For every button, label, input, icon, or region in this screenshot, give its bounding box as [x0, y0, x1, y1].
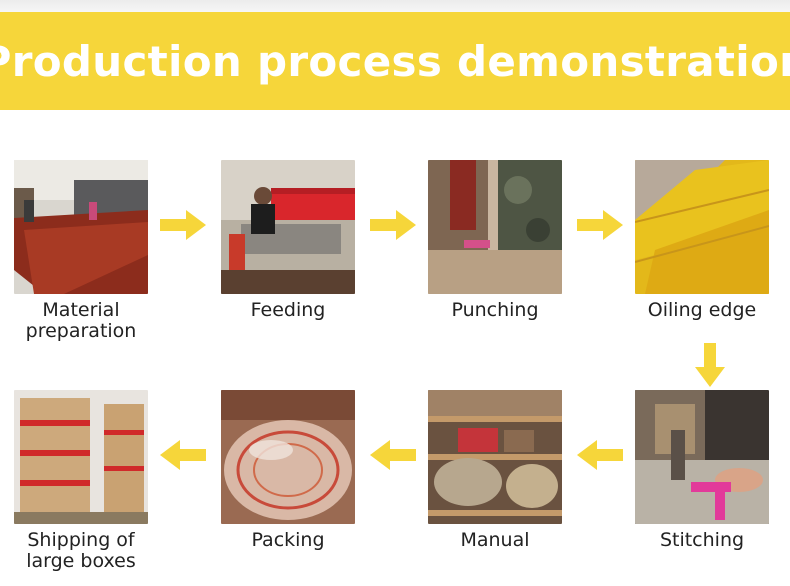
arrow-left-icon [577, 440, 623, 470]
step-label: Manual [460, 529, 530, 551]
title-banner: Production process demonstration [0, 12, 790, 110]
step-material-preparation: Material preparation [14, 160, 148, 342]
shipping-photo [14, 390, 148, 524]
feeding-photo [221, 160, 355, 294]
stitching-photo [635, 390, 769, 524]
step-label: Feeding [250, 299, 326, 321]
oiling-edge-photo [635, 160, 769, 294]
arrow-right-icon [370, 210, 416, 240]
step-label: Oiling edge [647, 299, 757, 321]
step-shipping: Shipping of large boxes [14, 390, 148, 572]
arrow-right-icon [160, 210, 206, 240]
step-label: Shipping of large boxes [26, 529, 136, 572]
step-label: Material preparation [25, 299, 137, 342]
arrow-left-icon [370, 440, 416, 470]
step-stitching: Stitching [635, 390, 769, 551]
step-feeding: Feeding [221, 160, 355, 321]
step-manual: Manual [428, 390, 562, 551]
top-strip [0, 0, 790, 12]
manual-photo [428, 390, 562, 524]
step-label: Punching [451, 299, 539, 321]
step-label: Stitching [659, 529, 745, 551]
step-punching: Punching [428, 160, 562, 321]
packing-photo [221, 390, 355, 524]
punching-photo [428, 160, 562, 294]
arrow-left-icon [160, 440, 206, 470]
page-title: Production process demonstration [0, 36, 790, 86]
arrow-down-icon [695, 343, 725, 387]
step-oiling-edge: Oiling edge [635, 160, 769, 321]
step-packing: Packing [221, 390, 355, 551]
material-preparation-photo [14, 160, 148, 294]
arrow-right-icon [577, 210, 623, 240]
step-label: Packing [251, 529, 325, 551]
